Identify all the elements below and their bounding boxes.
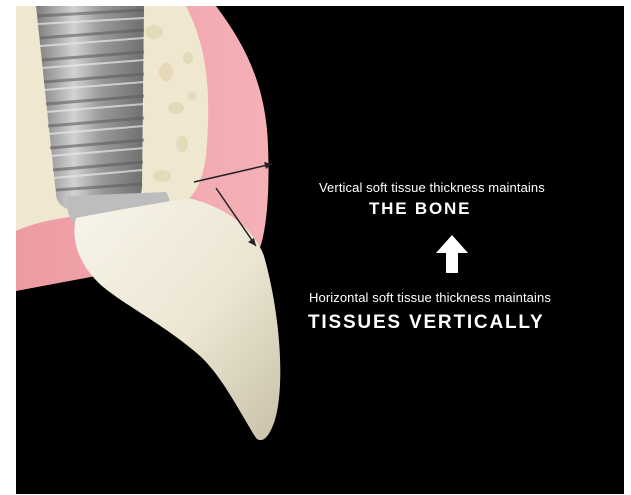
arrow-up-icon — [436, 235, 468, 273]
crown — [74, 198, 280, 440]
dental-implant-illustration — [16, 6, 624, 494]
horizontal-thickness-caption: Horizontal soft tissue thickness maintai… — [309, 290, 551, 305]
horizontal-thickness-result: TISSUES VERTICALLY — [308, 312, 545, 334]
vertical-thickness-result: THE BONE — [369, 199, 471, 219]
vertical-thickness-caption: Vertical soft tissue thickness maintains — [319, 180, 545, 195]
image-frame: Vertical soft tissue thickness maintains… — [16, 6, 624, 494]
